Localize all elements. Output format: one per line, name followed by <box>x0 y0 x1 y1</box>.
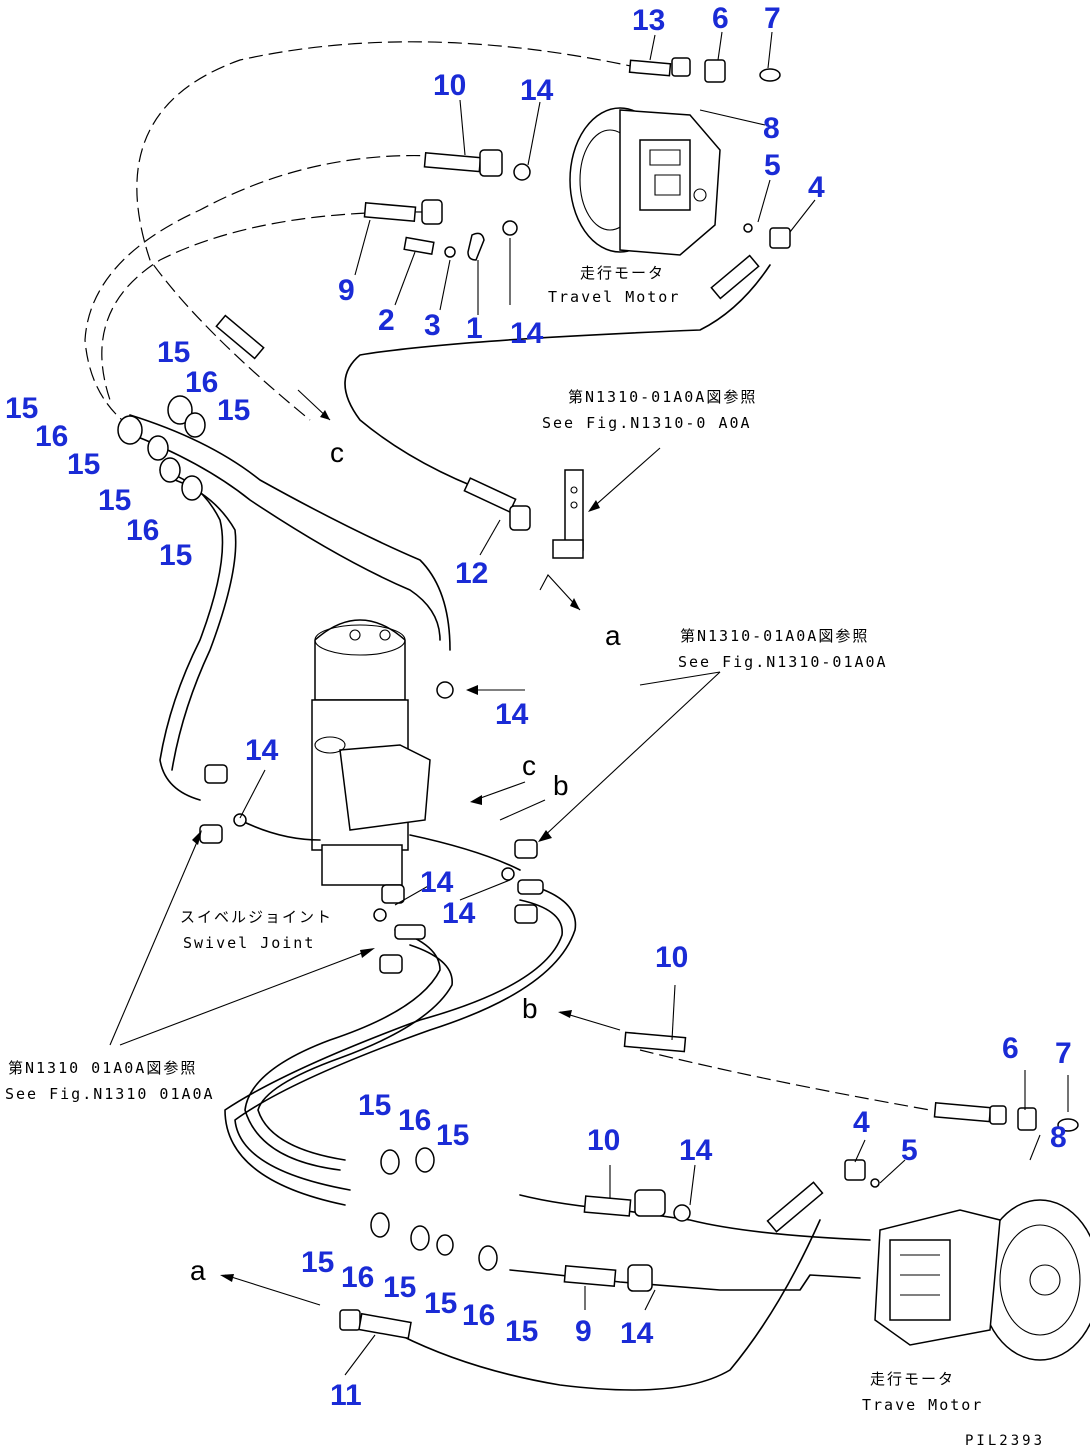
callout-10: 10 <box>433 69 466 102</box>
callout-16: 16 <box>126 514 159 547</box>
callout-14: 14 <box>442 897 476 930</box>
callout-15: 15 <box>217 394 250 427</box>
callout-2: 2 <box>378 304 395 337</box>
callout-14: 14 <box>495 698 529 731</box>
bracket <box>552 469 584 559</box>
callout-8: 8 <box>1050 1121 1067 1154</box>
callout-13: 13 <box>632 4 665 37</box>
callout-15: 15 <box>505 1315 538 1348</box>
callout-15: 15 <box>98 484 131 517</box>
travel-motor-jp-label: 走行モータ <box>870 1370 955 1388</box>
callout-9: 9 <box>575 1315 592 1348</box>
see-fig-en-label: See Fig.N1310-0 A0A <box>542 414 752 432</box>
callout-15: 15 <box>301 1246 334 1279</box>
callout-14: 14 <box>520 74 554 107</box>
callout-16: 16 <box>398 1104 431 1137</box>
see-fig-en-label: See Fig.N1310-01A0A <box>678 653 888 671</box>
travel-motor-en-label: Travel Motor <box>548 288 680 306</box>
callout-12: 12 <box>455 557 488 590</box>
hose-routes <box>84 41 931 1391</box>
callout-15: 15 <box>159 539 192 572</box>
callout-4: 4 <box>808 171 825 204</box>
callout-10: 10 <box>587 1124 620 1157</box>
callout-15: 15 <box>5 392 38 425</box>
callout-5: 5 <box>901 1134 918 1167</box>
see-fig-jp-label: 第N1310 01A0A図参照 <box>8 1059 197 1077</box>
callout-16: 16 <box>185 366 218 399</box>
callout-numbers: 13 6 7 10 14 8 5 4 9 2 3 1 14 15 16 15 1… <box>5 2 1072 1412</box>
swivel-joint-en-label: Swivel Joint <box>183 934 315 952</box>
see-fig-jp-label: 第N1310-01A0A図参照 <box>680 627 869 645</box>
callout-15: 15 <box>424 1287 457 1320</box>
callout-3: 3 <box>424 309 441 342</box>
callout-15: 15 <box>67 448 100 481</box>
callout-14: 14 <box>245 734 279 767</box>
connector-letter-a: a <box>190 1255 206 1286</box>
travel-motor-jp-label: 走行モータ <box>580 264 665 282</box>
connection-letters: c a c b b a <box>190 437 621 1286</box>
callout-11: 11 <box>330 1379 362 1412</box>
callout-7: 7 <box>764 2 781 35</box>
swivel-joint <box>311 619 431 886</box>
callout-16: 16 <box>462 1299 495 1332</box>
callout-7: 7 <box>1055 1037 1072 1070</box>
callout-6: 6 <box>712 2 729 35</box>
connector-letter-c: c <box>330 437 344 468</box>
callout-14: 14 <box>679 1134 713 1167</box>
callout-14: 14 <box>420 866 454 899</box>
connector-letter-a: a <box>605 620 621 651</box>
callout-4: 4 <box>853 1106 870 1139</box>
connector-letter-b: b <box>553 770 569 801</box>
callout-9: 9 <box>338 274 355 307</box>
drawing-code: PIL2393 <box>965 1433 1045 1449</box>
notes: 走行モータ Travel Motor 第N1310-01A0A図参照 See F… <box>5 264 1045 1449</box>
see-fig-jp-label: 第N1310-01A0A図参照 <box>568 388 757 406</box>
callout-16: 16 <box>35 420 68 453</box>
callout-10: 10 <box>655 941 688 974</box>
see-fig-en-label: See Fig.N1310 01A0A <box>5 1085 215 1103</box>
travel-motor-en-label: Trave Motor <box>862 1396 983 1414</box>
travel-motor-bottom <box>874 1199 1090 1361</box>
callout-6: 6 <box>1002 1032 1019 1065</box>
callout-14: 14 <box>620 1317 654 1350</box>
callout-8: 8 <box>763 112 780 145</box>
callout-14: 14 <box>510 317 544 350</box>
callout-15: 15 <box>358 1089 391 1122</box>
callout-16: 16 <box>341 1261 374 1294</box>
callout-5: 5 <box>764 149 781 182</box>
callout-15: 15 <box>436 1119 469 1152</box>
swivel-joint-jp-label: スイベルジョイント <box>180 908 333 926</box>
travel-motor-top <box>569 107 721 256</box>
callout-15: 15 <box>157 336 190 369</box>
callout-15: 15 <box>383 1271 416 1304</box>
leader-lines <box>109 31 1069 1376</box>
callout-1: 1 <box>466 312 483 345</box>
fittings <box>117 57 1079 1340</box>
connector-letter-c: c <box>522 750 536 781</box>
connector-letter-b: b <box>522 993 538 1024</box>
